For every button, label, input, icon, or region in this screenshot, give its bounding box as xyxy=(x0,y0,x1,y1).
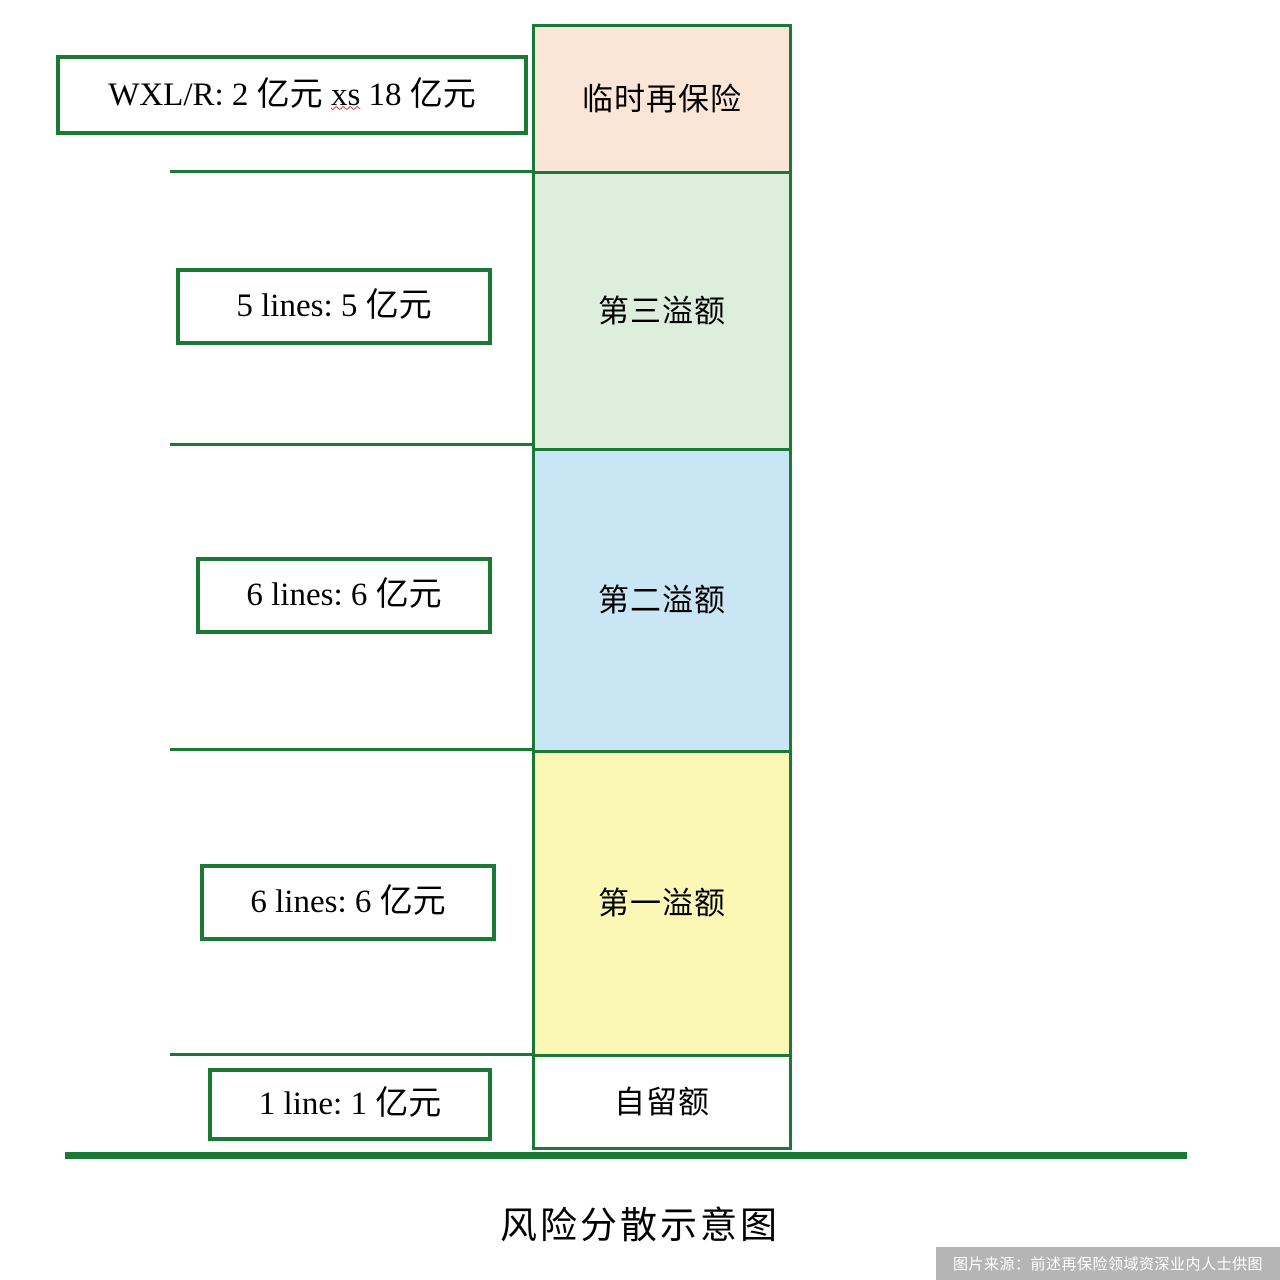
diagram-baseline xyxy=(65,1152,1187,1159)
layer-label: 第一溢额 xyxy=(598,886,726,921)
layer-second-surplus: 第二溢额 xyxy=(532,448,792,753)
note-box-facultative: WXL/R: 2 亿元 xs 18 亿元 xyxy=(56,55,528,135)
note-text-facultative: WXL/R: 2 亿元 xs 18 亿元 xyxy=(108,76,476,113)
layer-facultative-reinsurance: 临时再保险 xyxy=(532,24,792,174)
note-box-third-surplus: 5 lines: 5 亿元 xyxy=(176,268,492,345)
tier-divider-4 xyxy=(170,1053,535,1056)
layer-third-surplus: 第三溢额 xyxy=(532,171,792,451)
note-text-first-surplus: 6 lines: 6 亿元 xyxy=(250,884,446,920)
note-text-second-surplus: 6 lines: 6 亿元 xyxy=(246,577,442,613)
note-box-first-surplus: 6 lines: 6 亿元 xyxy=(200,864,496,941)
note-text-retention: 1 line: 1 亿元 xyxy=(258,1086,442,1122)
note-suffix: 18 亿元 xyxy=(360,76,476,113)
layer-first-surplus: 第一溢额 xyxy=(532,750,792,1057)
tier-divider-2 xyxy=(170,443,535,446)
tier-divider-3 xyxy=(170,748,535,751)
note-prefix: WXL/R: 2 亿元 xyxy=(108,76,331,113)
layer-label: 自留额 xyxy=(614,1084,710,1120)
layer-retention: 自留额 xyxy=(532,1054,792,1150)
layer-label: 临时再保险 xyxy=(582,81,742,117)
note-box-retention: 1 line: 1 亿元 xyxy=(208,1068,492,1141)
note-squiggle: xs xyxy=(330,76,361,113)
note-box-second-surplus: 6 lines: 6 亿元 xyxy=(196,557,492,634)
tier-divider-1 xyxy=(170,170,535,173)
layer-label: 第二溢额 xyxy=(598,583,726,618)
note-text-third-surplus: 5 lines: 5 亿元 xyxy=(236,288,432,324)
source-watermark-text: 图片来源：前述再保险领域资深业内人士供图 xyxy=(952,1255,1263,1273)
risk-layer-tower: 临时再保险 第三溢额 第二溢额 第一溢额 自留额 xyxy=(532,24,792,1150)
figure-caption: 风险分散示意图 xyxy=(500,1206,780,1247)
source-watermark-bar: 图片来源：前述再保险领域资深业内人士供图 xyxy=(936,1247,1280,1280)
layer-label: 第三溢额 xyxy=(598,293,726,329)
